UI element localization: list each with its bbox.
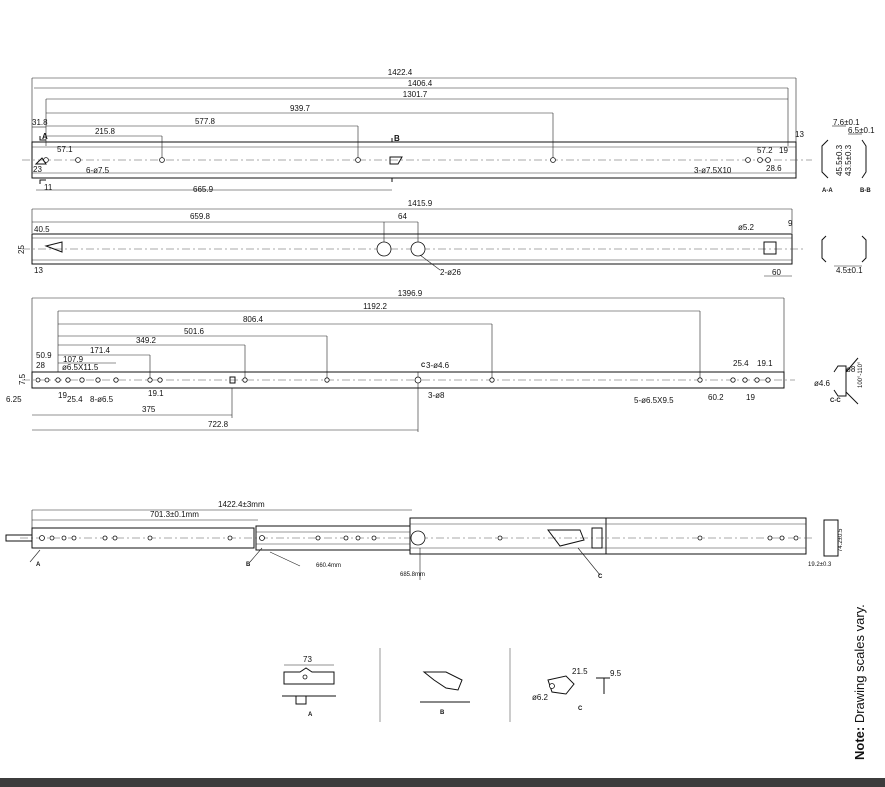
dim-19-1-left: 19.1 — [148, 389, 164, 398]
dim-349-2: 349.2 — [136, 336, 157, 345]
dim-5-slots: 5-ø6.5X9.5 — [634, 396, 674, 405]
dim-64: 64 — [398, 212, 407, 221]
dim-57-2: 57.2 — [757, 146, 773, 155]
dim-28: 28 — [36, 361, 45, 370]
view-1-top-slide: 1422.4 1406.4 1301.7 939.7 577.8 215.8 3… — [22, 68, 875, 194]
detail-c-label: C — [578, 706, 583, 712]
callout-a: A — [36, 562, 41, 568]
callout-c: C — [598, 574, 603, 580]
dim-19-1-right: 19.1 — [757, 359, 773, 368]
dim-3-holes-4-6: 3-ø4.6 — [426, 361, 450, 370]
dim-577-8: 577.8 — [195, 117, 216, 126]
dim-659-8: 659.8 — [190, 212, 211, 221]
dim-1422-4-total: 1422.4±3mm — [218, 500, 265, 509]
dim-o4-6-side: ø4.6 — [814, 379, 831, 388]
dim-3-holes: 3-ø7.5X10 — [694, 166, 732, 175]
dim-806-4: 806.4 — [243, 315, 264, 324]
dim-8-holes: 8-ø6.5 — [90, 395, 114, 404]
dim-501-6: 501.6 — [184, 327, 205, 336]
dim-74-2: 74.2±0.5 — [838, 528, 844, 552]
dim-43-5: 43.5±0.3 — [844, 144, 853, 176]
dim-25-4-left: 25.4 — [67, 395, 83, 404]
dim-13: 13 — [795, 130, 804, 139]
dim-60-2: 60.2 — [708, 393, 724, 402]
scale-note: Note: Drawing scales vary. — [852, 604, 867, 760]
dim-660-4: 660.4mm — [316, 563, 341, 569]
section-label-bb: B-B — [860, 188, 871, 194]
dim-685-8: 685.8mm — [400, 572, 425, 578]
dim-28-6: 28.6 — [766, 164, 782, 173]
section-mark-b: B — [394, 134, 400, 143]
dim-722-8: 722.8 — [208, 420, 229, 429]
bottom-bar — [0, 778, 885, 787]
view-3-inner-slide: 1396.9 1192.2 806.4 501.6 349.2 171.4 10… — [6, 289, 864, 432]
dim-1192-2: 1192.2 — [363, 302, 387, 311]
dim-o5-2: ø5.2 — [738, 223, 755, 232]
dim-31-8: 31.8 — [32, 118, 48, 127]
dim-171-4: 171.4 — [90, 346, 111, 355]
section-mark-a: A — [42, 132, 48, 141]
dim-50-9: 50.9 — [36, 351, 52, 360]
dim-60: 60 — [772, 268, 781, 277]
dim-o8-side: ø8 — [846, 365, 856, 374]
section-mark-c: C — [421, 363, 426, 369]
dim-57-1: 57.1 — [57, 145, 73, 154]
dim-23: 23 — [33, 165, 42, 174]
detail-a-dim: 73 — [303, 655, 312, 664]
view-4-assembly: 1422.4±3mm 701.3±0.1mm 660.4mm 685.8mm 7… — [5, 500, 844, 580]
detail-c-dim-o6-2: ø6.2 — [532, 693, 549, 702]
dim-1396-9: 1396.9 — [398, 289, 423, 298]
dim-1406-4: 1406.4 — [408, 79, 433, 88]
dim-25: 25 — [17, 245, 26, 254]
dim-25-4-right: 25.4 — [733, 359, 749, 368]
section-label-aa: A-A — [822, 188, 833, 194]
dim-6-25: 6.25 — [6, 395, 22, 404]
dim-6-5: 6.5±0.1 — [848, 126, 875, 135]
dim-939-7: 939.7 — [290, 104, 311, 113]
dim-1422-4: 1422.4 — [388, 68, 413, 77]
view-2-middle-slide: 1415.9 659.8 64 40.5 25 13 ø5.2 9 2-ø26 … — [17, 199, 867, 277]
dim-1415-9: 1415.9 — [408, 199, 433, 208]
dim-19: 19 — [779, 146, 788, 155]
dim-6-holes: 6-ø7.5 — [86, 166, 110, 175]
dim-angle: 100°-110° — [858, 361, 864, 388]
dim-665-9: 665.9 — [193, 185, 214, 194]
dim-2-holes-26: 2-ø26 — [440, 268, 461, 277]
detail-c-dim-9-5: 9.5 — [610, 669, 622, 678]
dim-7-6: 7.6±0.1 — [833, 118, 860, 127]
dim-13-v2: 13 — [34, 266, 43, 275]
dim-701-3: 701.3±0.1mm — [150, 510, 199, 519]
detail-c-dim-21-5: 21.5 — [572, 667, 588, 676]
dim-215-8: 215.8 — [95, 127, 116, 136]
dim-375: 375 — [142, 405, 156, 414]
dim-4-5: 4.5±0.1 — [836, 266, 863, 275]
dim-19-2: 19.2±0.3 — [808, 562, 832, 568]
detail-views: 73 A B 21.5 9.5 ø6.2 C — [282, 648, 622, 722]
detail-b-label: B — [440, 710, 445, 716]
dim-7-5: 7.5 — [18, 373, 27, 385]
dim-107-9: 107.9 — [63, 355, 84, 364]
dim-11: 11 — [44, 183, 53, 192]
note-text: Drawing scales vary. — [852, 604, 867, 727]
dim-9: 9 — [788, 219, 793, 228]
dim-1301-7: 1301.7 — [403, 90, 428, 99]
note-prefix: Note: — [852, 726, 867, 760]
dim-45-5: 45.5±0.3 — [835, 144, 844, 176]
detail-a-label: A — [308, 712, 313, 718]
callout-b: B — [246, 562, 251, 568]
dim-40-5: 40.5 — [34, 225, 50, 234]
section-label-cc: C-C — [830, 398, 841, 404]
dim-o6-5x11-5: ø6.5X11.5 — [62, 363, 99, 372]
dim-19-left: 19 — [58, 391, 67, 400]
dim-3-holes-8: 3-ø8 — [428, 391, 445, 400]
dim-19-right: 19 — [746, 393, 755, 402]
